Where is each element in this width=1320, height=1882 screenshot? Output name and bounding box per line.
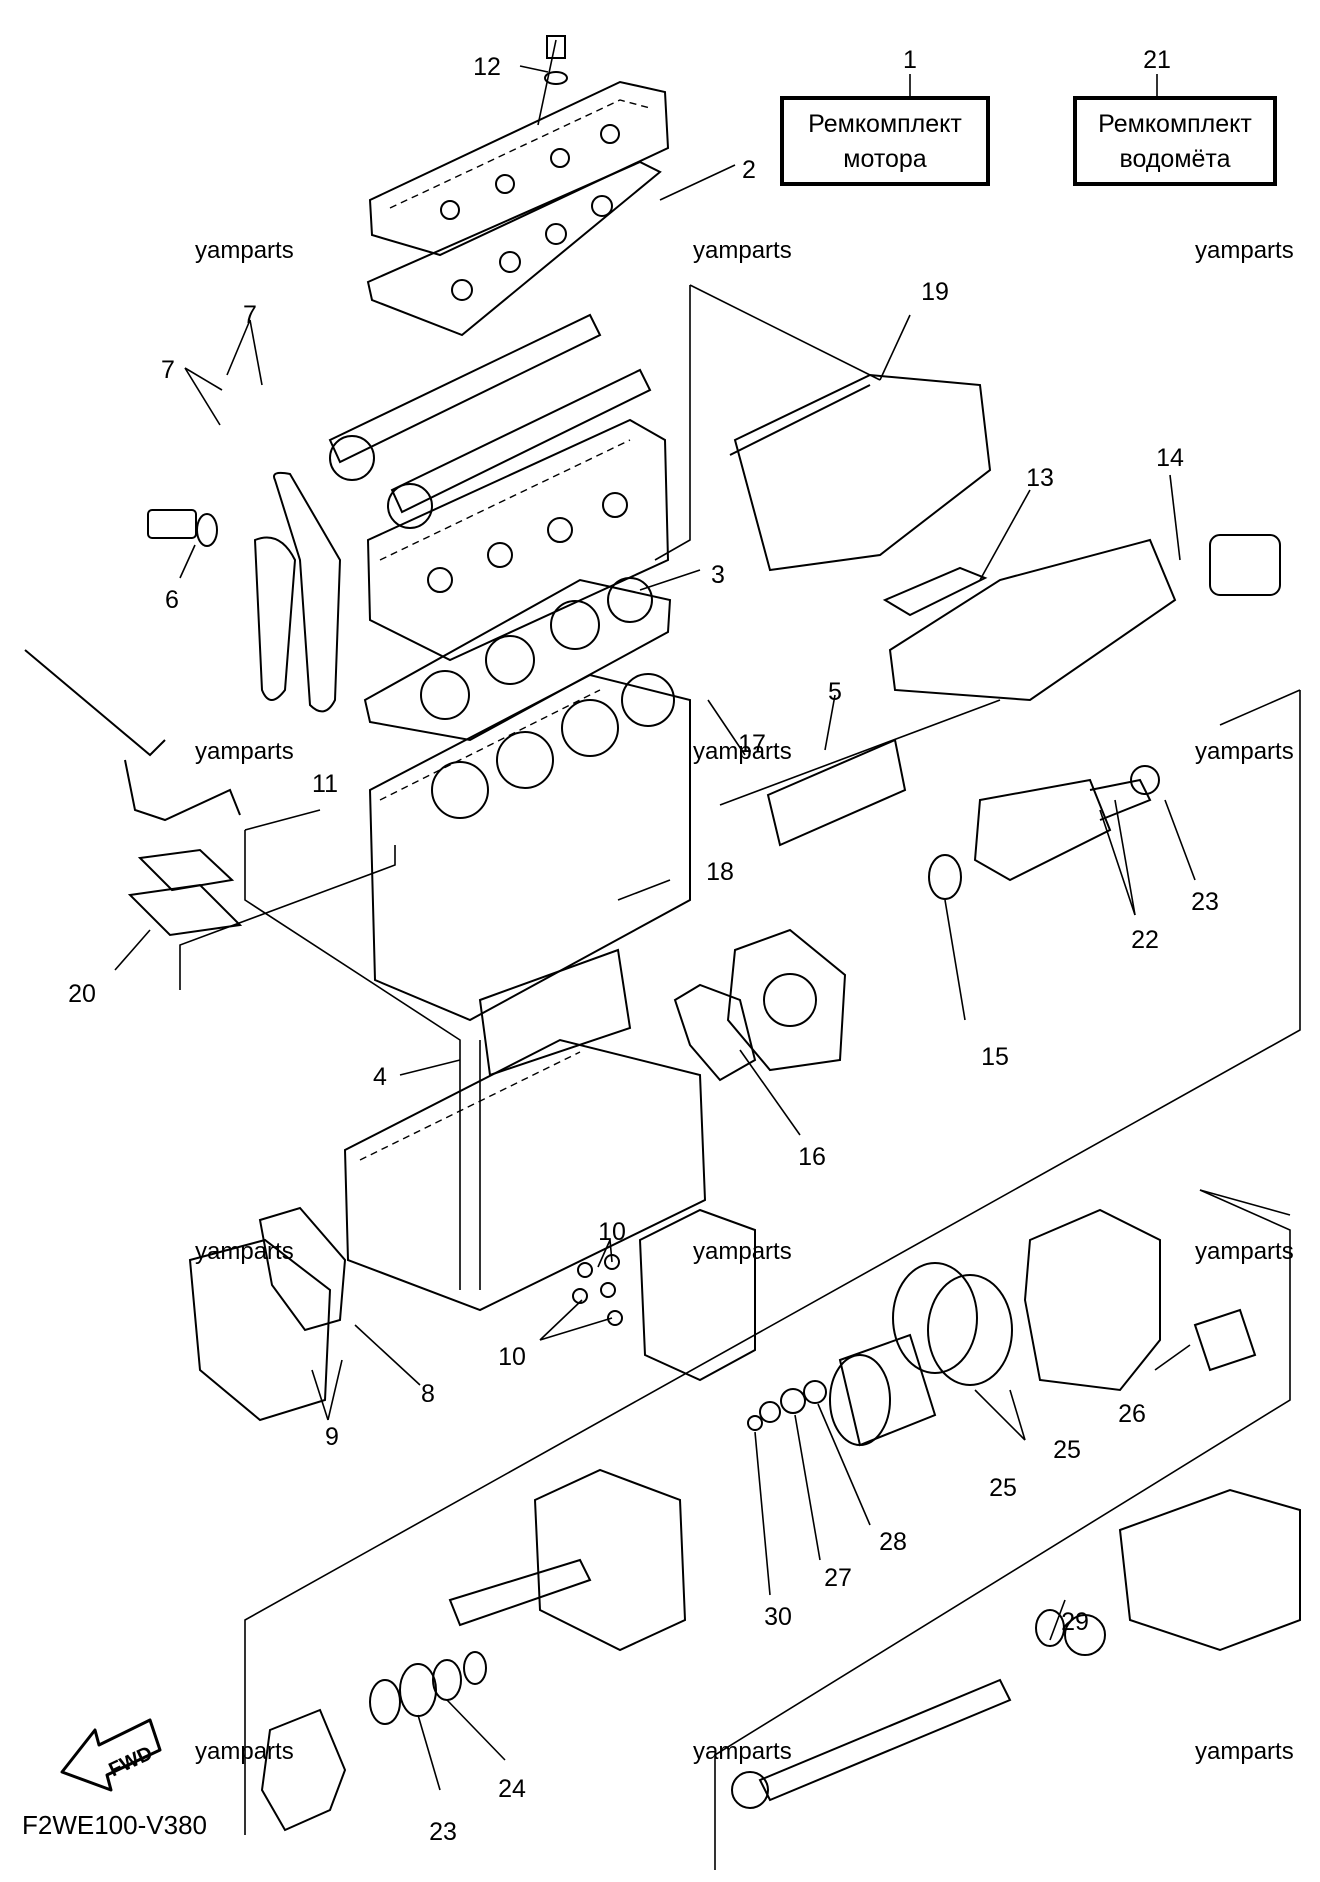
fwd-arrow-icon: FWD bbox=[60, 1718, 162, 1792]
camshafts bbox=[328, 313, 652, 529]
watermark: yamparts bbox=[1195, 1238, 1294, 1265]
kit-jet-line2: водомёта bbox=[1119, 145, 1230, 173]
callout-23a: 23 bbox=[1191, 888, 1219, 916]
callout-11: 11 bbox=[312, 770, 338, 798]
steering-nozzle bbox=[1118, 1488, 1301, 1652]
callout-25a: 25 bbox=[989, 1474, 1017, 1502]
callout-15: 15 bbox=[981, 1043, 1009, 1071]
leader-lines bbox=[114, 39, 1196, 1791]
magneto-gasket bbox=[673, 983, 757, 1082]
dipstick bbox=[24, 649, 241, 822]
cylinder-head-cover bbox=[368, 35, 670, 257]
chain-tensioner bbox=[147, 509, 218, 547]
kit-box-engine: 1 Ремкомплект мотора bbox=[780, 46, 990, 186]
coupling-shaft bbox=[928, 765, 1160, 900]
watermark: yamparts bbox=[693, 738, 792, 765]
callout-28: 28 bbox=[879, 1528, 907, 1556]
callout-8: 8 bbox=[421, 1380, 435, 1408]
callout-25b: 25 bbox=[1053, 1436, 1081, 1464]
callout-10b: 10 bbox=[498, 1343, 526, 1371]
exhaust-manifold bbox=[888, 534, 1281, 702]
pump-housing bbox=[1023, 1208, 1257, 1392]
callout-22: 22 bbox=[1131, 926, 1159, 954]
crankcase bbox=[343, 1038, 707, 1312]
kit-box-jet-pump: 21 Ремкомплект водомёта bbox=[1073, 46, 1277, 186]
callout-5: 5 bbox=[828, 678, 842, 706]
callouts: 12 2 3 4 5 6 7 7 8 9 10 10 11 13 14 15 1… bbox=[68, 53, 1219, 1846]
watermark: yamparts bbox=[195, 738, 294, 765]
cylinder-head bbox=[366, 418, 670, 662]
oil-pump-gasket bbox=[258, 1206, 347, 1332]
watermark: yamparts bbox=[693, 1238, 792, 1265]
callout-18: 18 bbox=[706, 858, 734, 886]
callout-2: 2 bbox=[742, 156, 756, 184]
callout-30: 30 bbox=[764, 1603, 792, 1631]
oil-cooler bbox=[127, 848, 243, 937]
callout-7a: 7 bbox=[161, 356, 175, 384]
diagram-code: F2WE100-V380 bbox=[22, 1810, 207, 1840]
callout-13: 13 bbox=[1026, 464, 1054, 492]
watermark: yamparts bbox=[693, 1738, 792, 1765]
kit-jet-line1: Ремкомплект bbox=[1098, 110, 1252, 138]
cylinder-block bbox=[368, 673, 691, 1022]
oil-pan-gasket bbox=[478, 948, 632, 1077]
drive-shaft-seals bbox=[369, 1651, 487, 1725]
callout-7b: 7 bbox=[243, 301, 257, 329]
callout-4: 4 bbox=[373, 1063, 387, 1091]
impeller-shaft bbox=[731, 1609, 1106, 1809]
watermark: yamparts bbox=[1195, 1738, 1294, 1765]
watermark: yamparts bbox=[195, 1738, 294, 1765]
callout-20: 20 bbox=[68, 980, 96, 1008]
water-pipe bbox=[766, 738, 907, 847]
timing-chain bbox=[273, 471, 342, 713]
callout-9: 9 bbox=[325, 1423, 339, 1451]
watermark: yamparts bbox=[1195, 738, 1294, 765]
intake-manifold bbox=[729, 373, 992, 572]
watermark: yamparts bbox=[693, 237, 792, 264]
bearing-housing bbox=[260, 1708, 347, 1832]
callout-29: 29 bbox=[1061, 1608, 1089, 1636]
pump-o-rings bbox=[892, 1262, 1013, 1386]
kit-engine-line1: Ремкомплект bbox=[808, 110, 962, 138]
pump-liner bbox=[829, 1333, 937, 1447]
exhaust-gasket bbox=[882, 566, 988, 617]
kit-engine-line2: мотора bbox=[843, 145, 927, 173]
callout-23b: 23 bbox=[429, 1818, 457, 1846]
callout-14: 14 bbox=[1156, 444, 1184, 472]
chain-guide bbox=[253, 536, 297, 701]
intake-housing bbox=[448, 1468, 687, 1652]
callout-12: 12 bbox=[473, 53, 501, 81]
kit-jet-number: 21 bbox=[1143, 46, 1171, 74]
watermark: yamparts bbox=[1195, 237, 1294, 264]
callout-24: 24 bbox=[498, 1775, 526, 1803]
pump-seals-and-bearings bbox=[747, 1380, 827, 1431]
oil-pump bbox=[188, 1238, 332, 1422]
cylinder-head-gasket bbox=[363, 577, 672, 742]
callout-17: 17 bbox=[738, 730, 766, 758]
head-cover-gasket bbox=[366, 160, 662, 337]
callout-16: 16 bbox=[798, 1143, 826, 1171]
callout-27: 27 bbox=[824, 1564, 852, 1592]
callout-10a: 10 bbox=[598, 1218, 626, 1246]
callout-19: 19 bbox=[921, 278, 949, 306]
callout-26: 26 bbox=[1118, 1400, 1146, 1428]
callout-3: 3 bbox=[711, 561, 725, 589]
watermark: yamparts bbox=[195, 1238, 294, 1265]
assembly-lines bbox=[179, 284, 1301, 1870]
callout-6: 6 bbox=[165, 586, 179, 614]
watermark: yamparts bbox=[195, 237, 294, 264]
watermarks: yamparts yamparts yamparts yamparts yamp… bbox=[195, 237, 1294, 1765]
kit-engine-number: 1 bbox=[903, 46, 917, 74]
magneto-cover bbox=[726, 928, 847, 1072]
